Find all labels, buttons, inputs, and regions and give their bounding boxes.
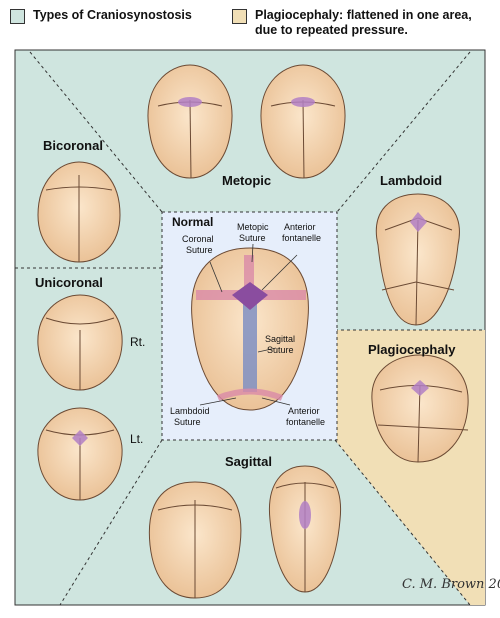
label-lower-fontanelle-2: fontanelle: [286, 417, 325, 427]
artist-signature: C. M. Brown 2020: [402, 577, 500, 592]
normal-sagittal-suture: [243, 300, 257, 392]
label-left: Lt.: [130, 432, 143, 446]
label-sagittal-suture-2: Suture: [267, 345, 294, 355]
label-bicoronal: Bicoronal: [43, 138, 103, 153]
label-sagittal: Sagittal: [225, 454, 272, 469]
label-sagittal-suture-1: Sagittal: [265, 334, 295, 344]
label-metopic-suture-2: Suture: [239, 233, 266, 243]
label-anterior-fontanelle-2: fontanelle: [282, 233, 321, 243]
label-lambdoid-suture-2: Suture: [174, 417, 201, 427]
label-right: Rt.: [130, 335, 145, 349]
label-coronal-1: Coronal: [182, 234, 214, 244]
label-plagiocephaly: Plagiocephaly: [368, 342, 456, 357]
label-lambdoid: Lambdoid: [380, 173, 442, 188]
label-unicoronal: Unicoronal: [35, 275, 103, 290]
label-lambdoid-suture-1: Lambdoid: [170, 406, 210, 416]
label-coronal-2: Suture: [186, 245, 213, 255]
label-metopic: Metopic: [222, 173, 271, 188]
label-metopic-suture-1: Metopic: [237, 222, 269, 232]
label-lower-fontanelle-1: Anterior: [288, 406, 320, 416]
label-normal: Normal: [172, 215, 213, 229]
label-anterior-fontanelle-1: Anterior: [284, 222, 316, 232]
